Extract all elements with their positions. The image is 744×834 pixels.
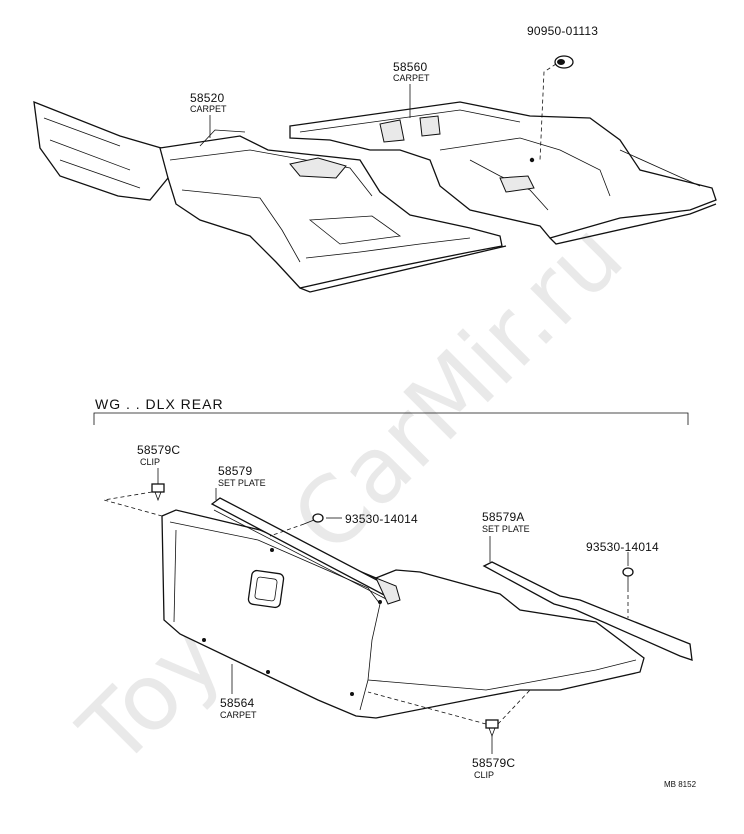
label-58564-number: 58564: [220, 696, 254, 710]
label-58560-number: 58560: [393, 60, 427, 74]
section-header: WG . . DLX REAR: [95, 396, 224, 412]
clip-58579C-bottom-drawing: [367, 689, 531, 754]
carpet-58564-drawing: [161, 509, 645, 719]
set-plate-58579-drawing: [210, 497, 401, 605]
label-58520-number: 58520: [190, 91, 224, 105]
label-58579A-number: 58579A: [482, 510, 525, 524]
label-58579A-name: SET PLATE: [482, 524, 530, 534]
label-58579C-top-number: 58579C: [137, 443, 180, 457]
label-58579C-bottom-number: 58579C: [472, 756, 515, 770]
label-58520-name: CARPET: [190, 104, 227, 114]
carpet-58560-drawing: [289, 101, 717, 245]
label-58579C-top-name: CLIP: [140, 457, 160, 467]
label-58579-name: SET PLATE: [218, 478, 266, 488]
label-58579C-bottom-name: CLIP: [474, 770, 494, 780]
label-58560-name: CARPET: [393, 73, 430, 83]
label-93530-14014-b: 93530-14014: [586, 540, 659, 554]
set-plate-58579A-drawing: [482, 561, 693, 661]
label-58579-number: 58579: [218, 464, 252, 478]
label-90950-01113: 90950-01113: [527, 24, 598, 38]
fastener-90950-drawing: [539, 55, 574, 161]
label-58564-name: CARPET: [220, 710, 257, 720]
carpet-58520-drawing: [33, 100, 507, 293]
clip-58579C-top-drawing: [103, 483, 165, 517]
screw-93530-b-drawing: [622, 552, 634, 618]
section-bracket: [93, 412, 689, 425]
screw-93530-a-drawing: [269, 513, 342, 537]
diagram-code: MB 8152: [664, 780, 697, 789]
label-93530-14014-a: 93530-14014: [345, 512, 418, 526]
